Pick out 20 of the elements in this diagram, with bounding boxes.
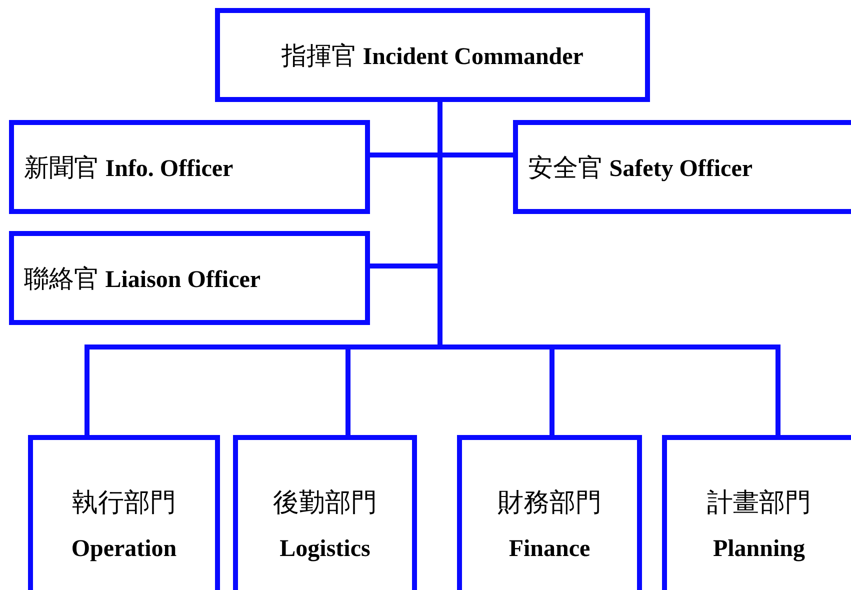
officer-box bbox=[9, 231, 370, 325]
officer-box bbox=[513, 120, 851, 214]
role-title: 安全官 Safety Officer bbox=[528, 154, 753, 184]
department-name-chinese: 後勤部門 bbox=[273, 487, 377, 519]
role-title: 新聞官 Info. Officer bbox=[24, 154, 234, 184]
department-name-chinese: 財務部門 bbox=[498, 487, 602, 519]
officer-box bbox=[9, 120, 370, 214]
department-name-english: Logistics bbox=[280, 536, 370, 563]
department-name-english: Finance bbox=[508, 536, 590, 563]
department-box bbox=[28, 435, 220, 590]
department-name-english: Operation bbox=[71, 536, 177, 563]
role-title: 聯絡官 Liaison Officer bbox=[24, 264, 261, 294]
department-name-chinese: 計畫部門 bbox=[707, 487, 811, 519]
department-box bbox=[662, 435, 851, 590]
department-box bbox=[457, 435, 642, 590]
department-box bbox=[233, 435, 417, 590]
department-name-english: Planning bbox=[712, 536, 806, 563]
department-name-chinese: 執行部門 bbox=[72, 487, 176, 519]
officer-box bbox=[215, 8, 650, 102]
role-title: 指揮官 Incident Commander bbox=[282, 42, 584, 72]
